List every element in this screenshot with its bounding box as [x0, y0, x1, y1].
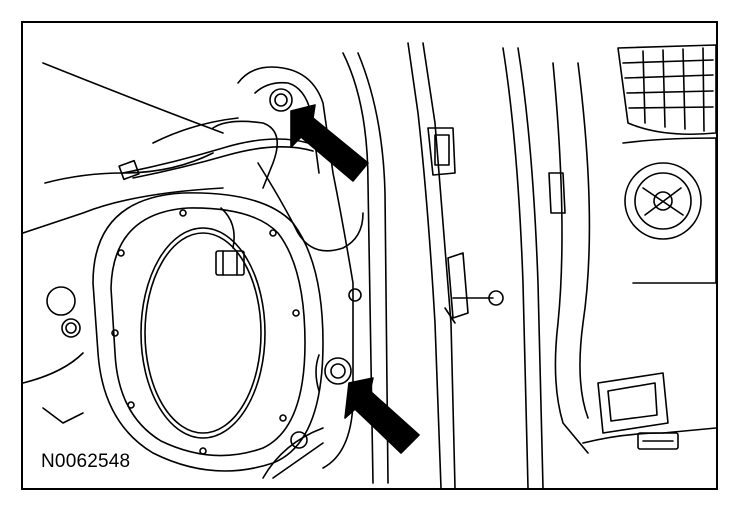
- door-check-strap: [427, 127, 504, 324]
- door-inner-panel: [23, 62, 324, 479]
- panel-plugs: [46, 286, 362, 449]
- door-panel-illustration: [23, 42, 716, 488]
- dash-vent-icon: [617, 44, 716, 136]
- door-frame-edge: [237, 42, 456, 488]
- body-pillar: [502, 47, 591, 488]
- figure-id-label: N0062548: [39, 451, 133, 473]
- lower-dash-panel: [582, 372, 716, 450]
- diagram-frame: N0062548: [21, 21, 718, 490]
- lower-mounting-bolt: [315, 354, 352, 392]
- speaker-opening: [92, 192, 324, 472]
- headlamp-switch-icon: [622, 137, 716, 284]
- upper-mounting-bolt: [269, 88, 293, 112]
- upper-callout-arrow: [290, 104, 369, 182]
- lower-callout-arrow: [344, 377, 420, 454]
